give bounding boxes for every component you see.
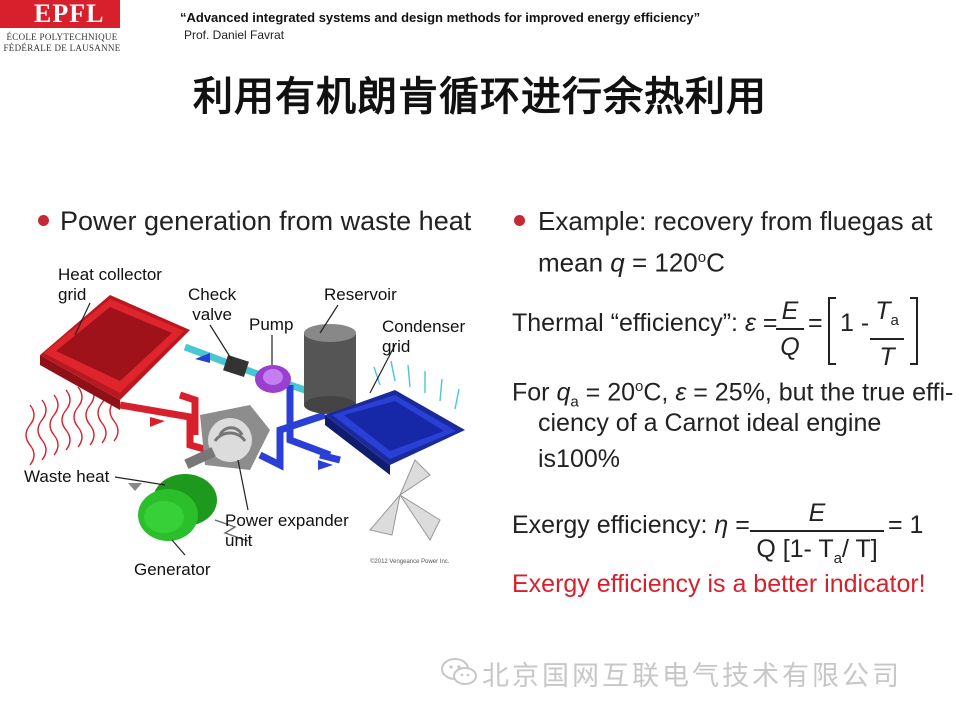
right-bullet-line-2: mean q = 120oC <box>538 240 725 281</box>
heat-collector-grid <box>40 295 190 410</box>
equals: = <box>755 309 778 337</box>
sub-a: a <box>890 312 899 329</box>
logo-mark: EPFL <box>0 0 120 28</box>
exergy-denominator: Q [1- Ta/ T] <box>756 535 878 567</box>
symbol-Ta: T <box>875 297 891 325</box>
bullet-dot-right <box>514 215 525 226</box>
thermal-ratio-numerator: Ta <box>870 294 904 340</box>
flow-arrows <box>128 353 333 491</box>
course-title: “Advanced integrated systems and design … <box>180 10 701 25</box>
right-bullet-line-1: Example: recovery from fluegas at <box>538 206 933 236</box>
label-generator: Generator <box>134 560 211 579</box>
reservoir-tank <box>304 324 356 414</box>
carnot-line-3: is100% <box>538 445 620 473</box>
wechat-icon <box>441 658 477 685</box>
label-power-expander: Power expander unit <box>225 511 349 550</box>
expander-shaft <box>184 447 216 469</box>
bullet-dot-left <box>38 215 49 226</box>
value-20: = 20 <box>578 378 636 407</box>
thermal-ratio: Ta T <box>870 294 904 374</box>
degree-sup-2: o <box>635 378 644 395</box>
condenser-grid <box>325 390 465 475</box>
watermark-text: 北京国网互联电气技术有限公司 <box>482 661 902 692</box>
diagram-copyright: ©2012 Vengeance Power Inc. <box>370 559 450 565</box>
text-mean: mean <box>538 247 611 278</box>
exergy-den-end: / T] <box>842 535 878 563</box>
carnot-line-1: For qa = 20oC, ε = 25%, but the true eff… <box>512 370 953 419</box>
bracket-left <box>828 297 836 365</box>
slide-title: 利用有机朗肯循环进行余热利用 <box>193 74 767 120</box>
unit-c: C <box>706 247 725 278</box>
label-pump: Pump <box>249 315 294 334</box>
unit-c-2: C, <box>643 378 676 407</box>
equals-2: = <box>808 309 823 337</box>
thermal-efficiency-label: Thermal “efficiency”: ε = <box>512 306 777 340</box>
orc-diagram: Heat collector grid Check valve Pump Res… <box>20 255 470 585</box>
power-expander <box>200 405 270 470</box>
condenser-vapor <box>373 360 460 410</box>
thermal-denominator: Q <box>780 333 800 361</box>
sub-qa: a <box>570 393 579 411</box>
thermal-numerator: E <box>776 294 804 330</box>
generator-unit <box>138 474 217 541</box>
equals-3: = <box>728 511 750 539</box>
symbol-qa: q <box>556 378 571 407</box>
thermal-one-minus: 1 - <box>840 309 870 337</box>
label-waste-heat: Waste heat <box>24 467 110 486</box>
label-reservoir: Reservoir <box>324 285 397 304</box>
exergy-den-text: Q [1- T <box>756 535 834 563</box>
value-120: = 120 <box>624 247 698 278</box>
condenser-fan <box>369 459 441 541</box>
thermal-fraction: E Q <box>776 294 804 364</box>
logo-subtitle-2: FÉDÉRALE DE LAUSANNE <box>3 43 121 53</box>
symbol-q: q <box>610 247 625 278</box>
thermal-ratio-denominator: T <box>879 343 895 371</box>
symbol-eta: η <box>714 511 729 539</box>
exergy-fraction: E Q [1- Ta/ T] <box>750 496 884 576</box>
bracket-right <box>910 297 918 365</box>
leader-lines <box>74 302 396 556</box>
symbol-epsilon-2: ε <box>675 378 687 407</box>
exergy-result: = 1 <box>888 511 924 539</box>
degree-sup: o <box>697 249 707 266</box>
text-for: For <box>512 378 557 407</box>
label-check-valve: Check valve <box>188 285 237 324</box>
thermal-text: Thermal “efficiency”: <box>512 309 745 337</box>
label-condenser: Condenser grid <box>382 317 466 356</box>
exergy-text: Exergy efficiency: <box>512 511 715 539</box>
check-valve-body <box>223 354 249 378</box>
author-name: Prof. Daniel Favrat <box>184 28 285 42</box>
logo-subtitle-1: ÉCOLE POLYTECHNIQUE <box>6 32 118 42</box>
conclusion-text: Exergy efficiency is a better indicator! <box>512 570 926 598</box>
epfl-logo: EPFL ÉCOLE POLYTECHNIQUE FÉDÉRALE DE LAU… <box>0 0 122 58</box>
carnot-line-2: ciency of a Carnot ideal engine <box>538 409 882 437</box>
electric-spark <box>214 519 249 542</box>
orc-diagram-illustration <box>25 295 465 556</box>
exergy-efficiency-label: Exergy efficiency: η = <box>512 508 750 542</box>
left-bullet: Power generation from waste heat <box>60 206 472 236</box>
text-25-percent: = 25%, but the true effi- <box>686 378 954 407</box>
symbol-epsilon: ε <box>744 309 756 337</box>
label-heat-collector: Heat collector grid <box>58 265 162 304</box>
pump-unit <box>255 365 291 393</box>
sub-a-2: a <box>833 550 842 567</box>
exergy-numerator: E <box>750 496 884 532</box>
